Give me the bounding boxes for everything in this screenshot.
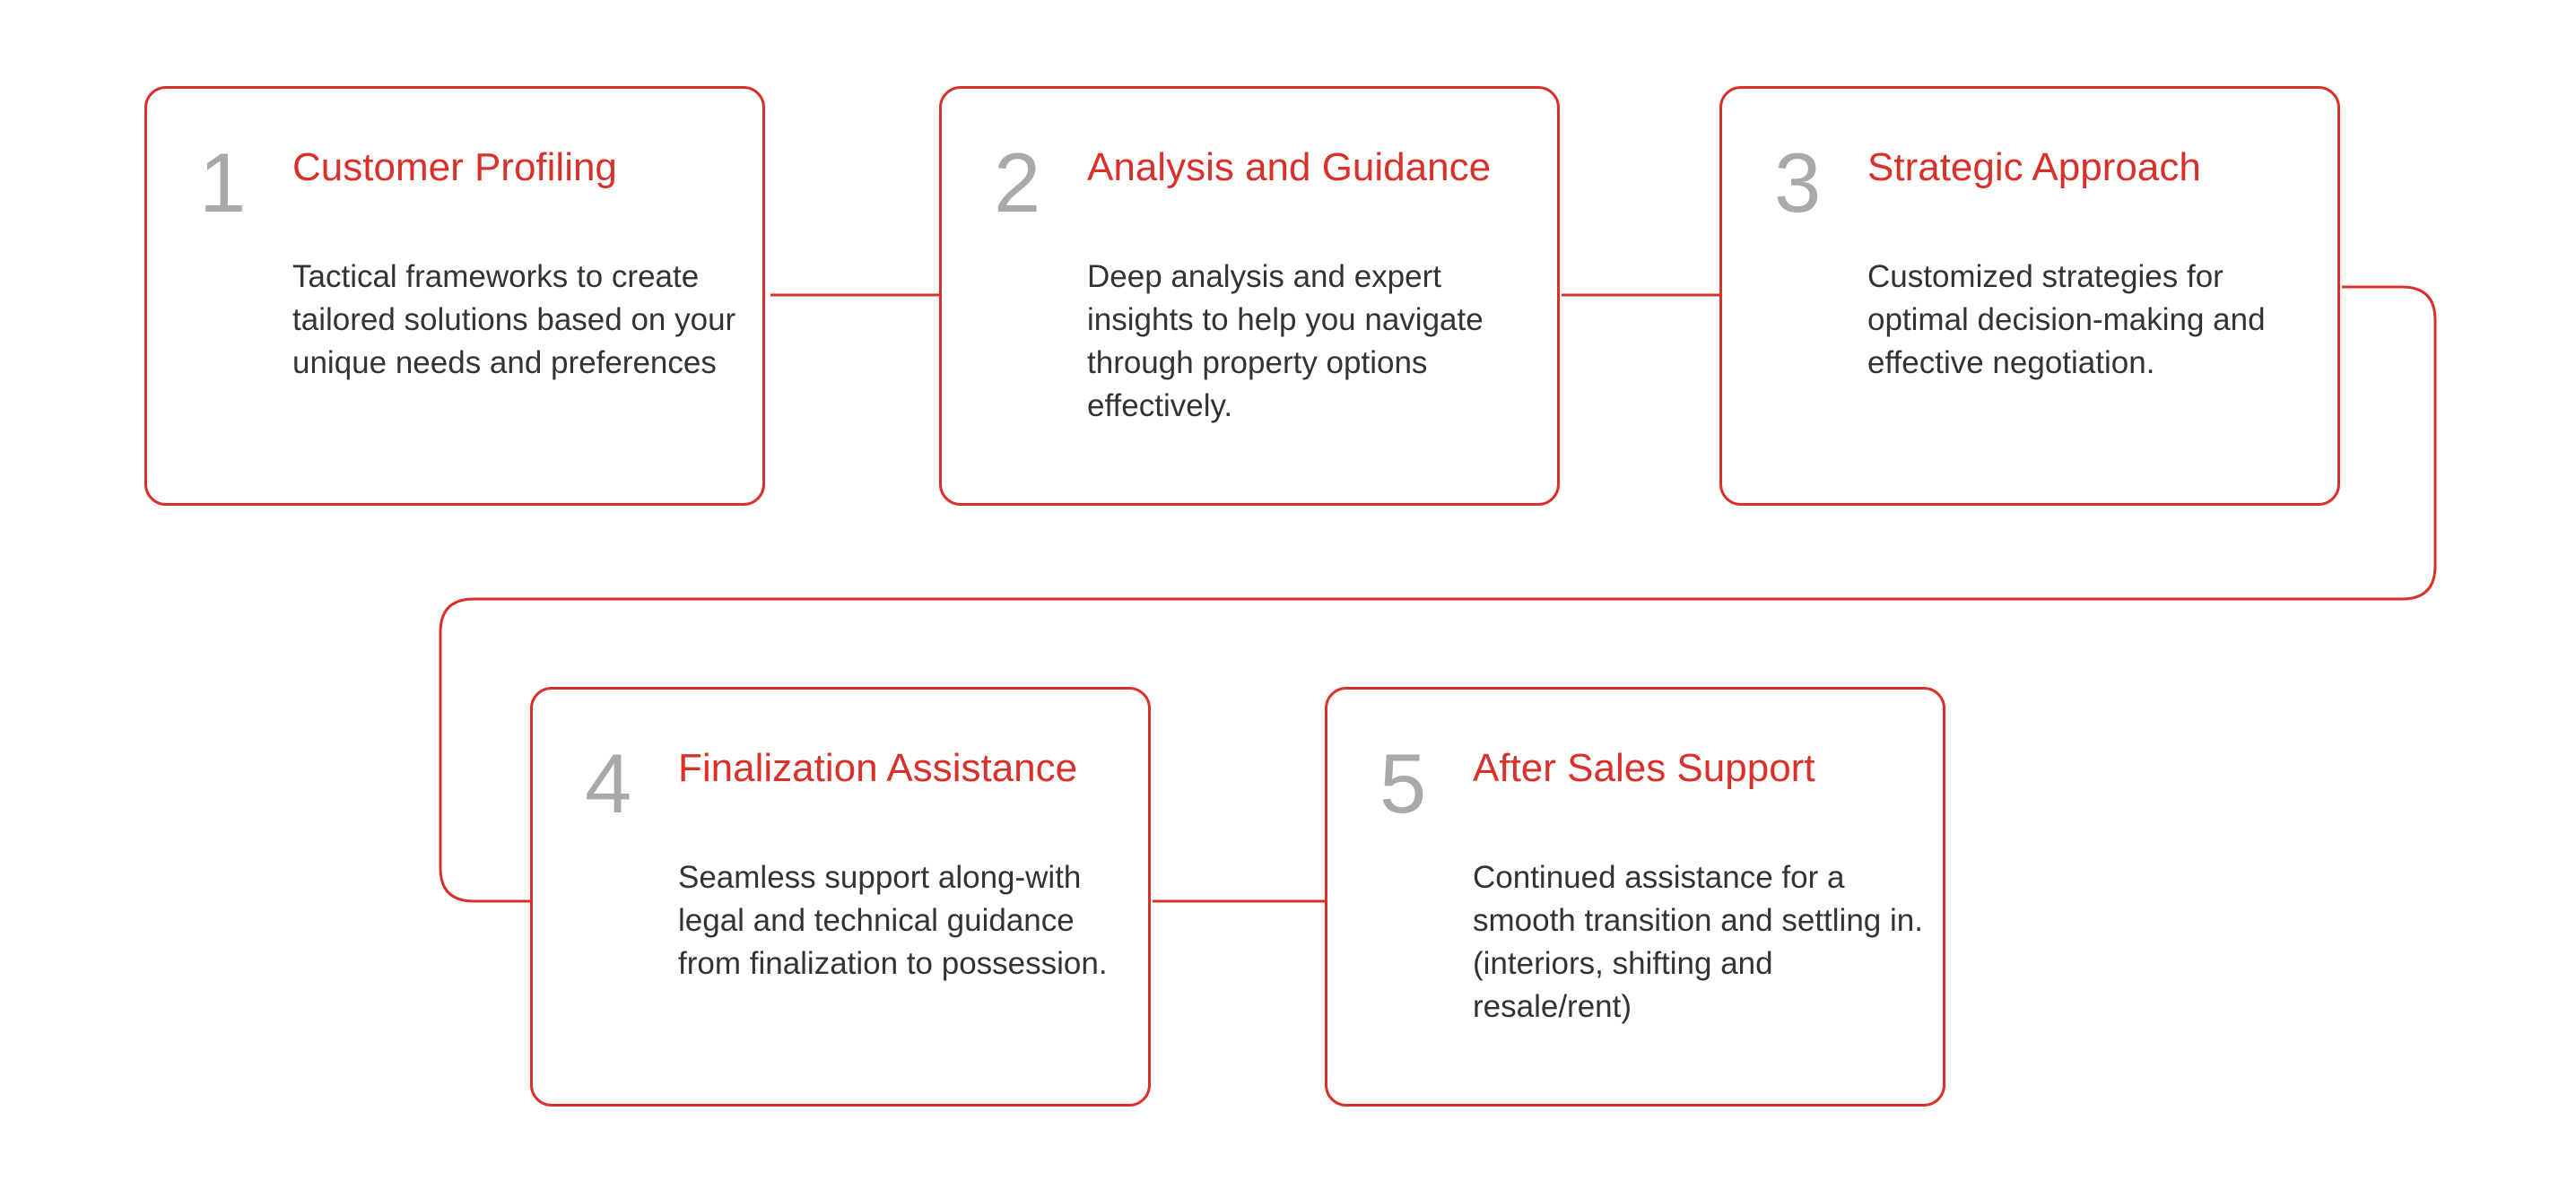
step-card-3: 3 Strategic Approach Customized strategi… bbox=[1719, 86, 2340, 506]
step-description: Deep analysis and expert insights to hel… bbox=[1087, 259, 1484, 423]
step-description: Seamless support along-with legal and te… bbox=[678, 860, 1108, 981]
step-number: 2 bbox=[994, 135, 1041, 230]
step-title: Analysis and Guidance bbox=[1087, 145, 1492, 189]
step-title: Strategic Approach bbox=[1867, 145, 2201, 189]
step-card-2: 2 Analysis and Guidance Deep analysis an… bbox=[939, 86, 1560, 506]
step-description: Tactical frameworks to create tailored s… bbox=[292, 259, 736, 380]
step-title: After Sales Support bbox=[1473, 746, 1815, 790]
step-number: 3 bbox=[1774, 135, 1822, 230]
step-number: 1 bbox=[199, 135, 247, 230]
step-number: 4 bbox=[585, 736, 632, 830]
step-title: Finalization Assistance bbox=[678, 746, 1078, 790]
step-description: Continued assistance for a smooth transi… bbox=[1473, 860, 1923, 1024]
step-number: 5 bbox=[1379, 736, 1427, 830]
step-description: Customized strategies for optimal decisi… bbox=[1867, 259, 2266, 380]
step-title: Customer Profiling bbox=[292, 145, 617, 189]
step-card-5: 5 After Sales Support Continued assistan… bbox=[1325, 687, 1945, 1107]
step-card-4: 4 Finalization Assistance Seamless suppo… bbox=[530, 687, 1151, 1107]
connector-3-4 bbox=[439, 285, 2437, 903]
step-card-1: 1 Customer Profiling Tactical frameworks… bbox=[144, 86, 765, 506]
